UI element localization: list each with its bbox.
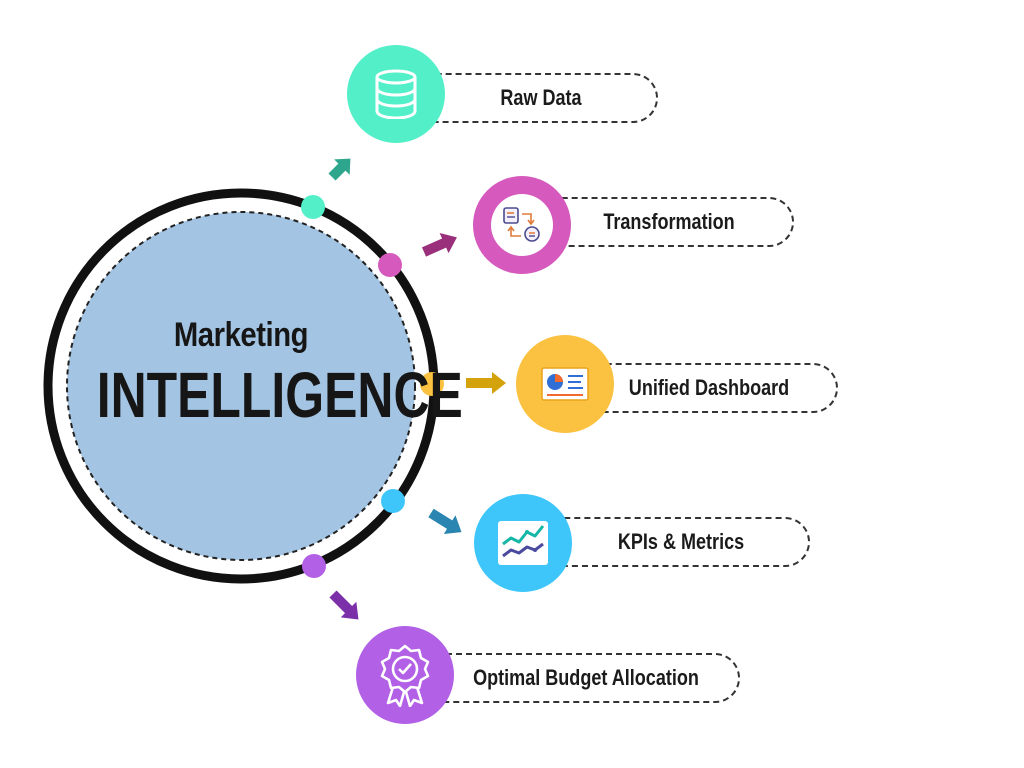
pill-label-unified-dashboard: Unified Dashboard xyxy=(628,375,790,400)
pill-label-raw-data: Raw Data xyxy=(500,85,582,110)
icon-circle-raw-data xyxy=(347,45,445,143)
pill-label-transformation: Transformation xyxy=(603,209,735,234)
arrow-transformation xyxy=(421,233,457,257)
line-chart-icon xyxy=(498,521,548,565)
icon-circle-transformation xyxy=(473,176,571,274)
database-icon xyxy=(375,69,417,119)
dot-budget-allocation xyxy=(302,554,326,578)
dot-raw-data xyxy=(301,195,325,219)
icon-circle-unified-dashboard xyxy=(516,335,614,433)
workflow-icon xyxy=(503,207,540,242)
arrow-kpis-metrics xyxy=(428,508,462,534)
icon-circle-kpis-metrics xyxy=(474,494,572,592)
hub-title: Marketing xyxy=(173,316,309,354)
award-badge-icon xyxy=(380,644,430,707)
dot-unified-dashboard xyxy=(420,372,444,396)
arrow-unified-dashboard xyxy=(466,372,506,394)
icon-circle-budget-allocation xyxy=(356,626,454,724)
dashboard-icon xyxy=(541,367,589,401)
dot-transformation xyxy=(378,253,402,277)
arrow-raw-data xyxy=(328,158,351,181)
hub-circle xyxy=(66,211,416,561)
hub-subtitle: INTELLIGENCE xyxy=(96,359,463,431)
pill-label-budget-allocation: Optimal Budget Allocation xyxy=(473,665,699,690)
pill-budget-allocation: Optimal Budget Allocation xyxy=(406,653,740,703)
dot-kpis-metrics xyxy=(381,489,405,513)
pill-label-kpis-metrics: KPIs & Metrics xyxy=(617,529,745,554)
arrow-budget-allocation xyxy=(329,590,359,620)
